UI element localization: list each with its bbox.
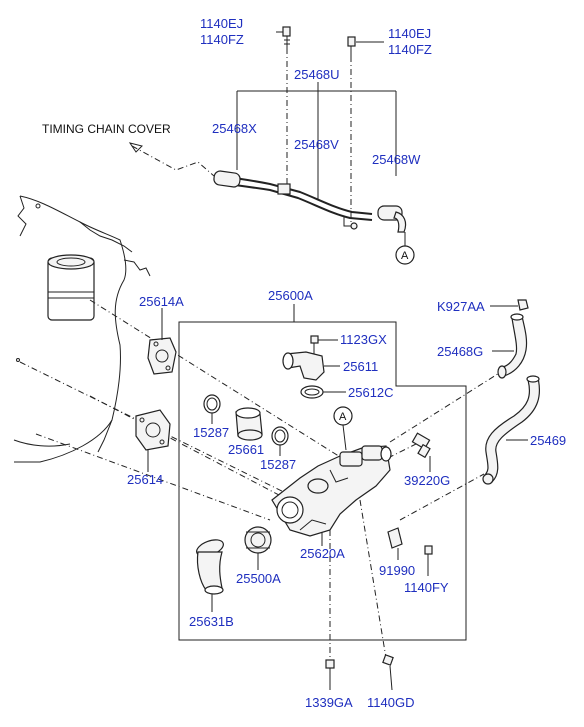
timing-chain-cover-arrow: [128, 142, 215, 177]
label-housing-assy: 25600A: [268, 288, 313, 303]
bolt-top-right-drawing: [347, 36, 384, 56]
bolt-1140gd-drawing: [382, 654, 394, 691]
label-bolt-top-right-2: 1140FZ: [388, 42, 432, 57]
label-fitting-25611: 25611: [343, 359, 378, 374]
engine-block-outline: [13, 195, 151, 463]
label-bracket-91990: 91990: [379, 563, 415, 578]
bracket-91990-drawing: [387, 527, 403, 560]
label-o-ring-25612c: 25612C: [348, 385, 394, 400]
label-hose-25469: 25469: [530, 433, 566, 448]
coolant-pipe-drawing: [213, 170, 407, 233]
leader: [342, 424, 347, 451]
label-hose-x: 25468X: [212, 121, 257, 136]
label-bolt-1140gd: 1140GD: [367, 695, 414, 710]
pipe-25661-drawing: [235, 407, 263, 441]
fitting-25611-drawing: [282, 351, 340, 381]
thermostat-drawing: [244, 526, 272, 570]
label-gasket-25614: 25614: [127, 472, 163, 487]
pipe-assy-bracket: [236, 82, 397, 200]
label-callout-a-lower: A: [339, 411, 347, 423]
cover-25631b-drawing: [196, 539, 224, 612]
label-gasket-a: 25614A: [139, 294, 184, 309]
bolt-1339ga-drawing: [325, 659, 335, 690]
label-housing-25620a: 25620A: [300, 546, 345, 561]
label-bolt-top-left-1: 1140EJ: [200, 16, 243, 31]
label-bolt-top-left-2: 1140FZ: [200, 32, 244, 47]
o-ring-25612c-drawing: [300, 385, 346, 399]
label-bolt-1140fy: 1140FY: [404, 580, 449, 595]
label-hose-w: 25468W: [372, 152, 421, 167]
bolt-1123gx-drawing: [310, 335, 338, 356]
gasket-25614-drawing: [135, 409, 171, 451]
label-pipe-25661: 25661: [228, 442, 264, 457]
hose-25468g-drawing: [497, 313, 528, 379]
label-bolt-1339ga: 1339GA: [305, 695, 353, 710]
o-ring-inner: [274, 429, 286, 443]
clamp-k927aa-drawing: [490, 299, 529, 311]
label-hose-g: 25468G: [437, 344, 483, 359]
label-timing-chain-cover: TIMING CHAIN COVER: [42, 122, 171, 136]
sensor-39220g-drawing: [411, 432, 431, 472]
thermostat-housing-drawing: [271, 445, 392, 537]
label-o-ring-left: 15287: [193, 425, 229, 440]
housing-assy-frame: [178, 304, 467, 641]
label-callout-a: A: [401, 250, 409, 262]
label-sensor: 39220G: [404, 473, 450, 488]
label-o-ring-right: 15287: [260, 457, 296, 472]
label-thermostat: 25500A: [236, 571, 281, 586]
bolt-top-left-drawing: [276, 26, 291, 48]
label-cover-25631b: 25631B: [189, 614, 234, 629]
hose-25469-drawing: [482, 375, 541, 485]
bolt-1140fy-drawing: [424, 545, 433, 576]
oil-filter-drawing: [47, 254, 95, 321]
label-pipe-v: 25468V: [294, 137, 339, 152]
label-bolt-1123: 1123GX: [340, 332, 387, 347]
label-bolt-top-right-1: 1140EJ: [388, 26, 431, 41]
callout-circle-a: [395, 245, 415, 265]
label-clamp: K927AA: [437, 299, 485, 314]
label-pipe-assy: 25468U: [294, 67, 340, 82]
o-ring-inner: [206, 397, 218, 411]
gasket-25614a-drawing: [147, 337, 177, 375]
